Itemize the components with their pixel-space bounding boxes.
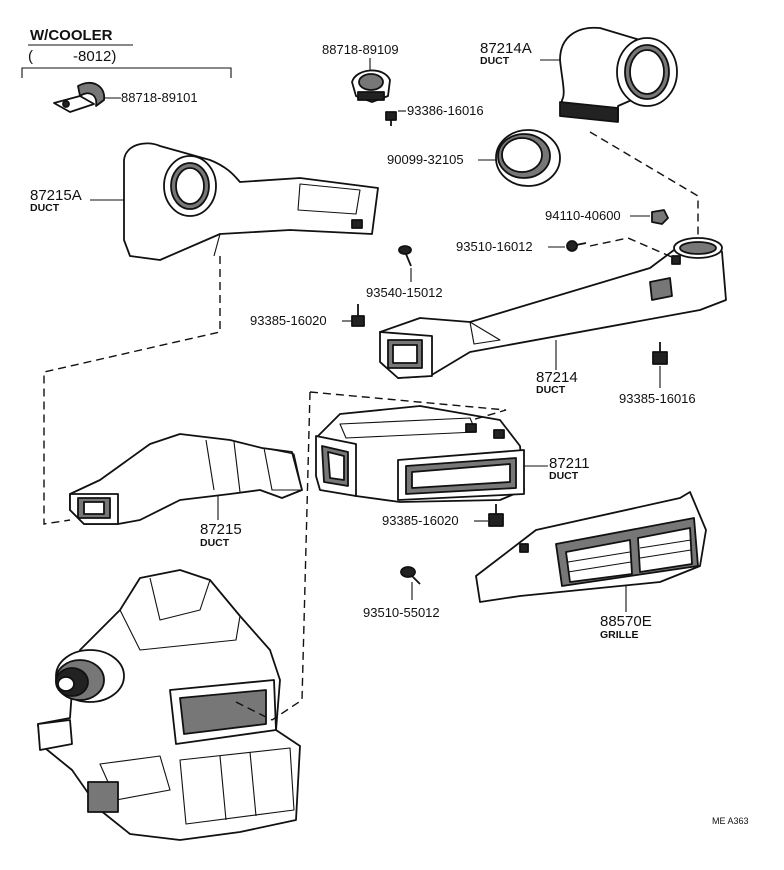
dash-87211-to-heater: [271, 391, 311, 721]
label-93510-55012: 93510-55012: [363, 605, 440, 620]
label-88718-89109: 88718-89109: [322, 42, 399, 57]
dash-heater-outlet: [235, 701, 273, 721]
label-93385-16016: 93385-16016: [619, 391, 696, 406]
label-93540-15012: 93540-15012: [366, 285, 443, 300]
clamp-88718-89109[interactable]: [351, 69, 391, 103]
variant-title: W/COOLER: [30, 27, 113, 44]
elbow-duct-87214A[interactable]: [559, 26, 678, 123]
label-93385-16020-a: 93385-16020: [250, 313, 327, 328]
label-88570E: 88570E: [600, 613, 652, 630]
label-87215-sub: DUCT: [200, 537, 230, 549]
nut-94110-40600[interactable]: [651, 209, 669, 225]
label-88718-89101: 88718-89101: [121, 90, 198, 105]
label-93386-16016: 93386-16016: [407, 103, 484, 118]
grille-88570E[interactable]: [475, 491, 707, 603]
label-88570E-sub: GRILLE: [600, 629, 639, 641]
bolt-93385-16020-a[interactable]: [351, 304, 365, 327]
screw-93510-16012[interactable]: [566, 240, 587, 252]
diagram-code: ME A363: [712, 816, 749, 826]
screw-93540-15012[interactable]: [398, 245, 412, 267]
screw-93510-55012[interactable]: [400, 566, 421, 585]
variant-range: -8012): [73, 48, 116, 65]
label-87215A: 87215A: [30, 187, 82, 204]
screw-93386-16016[interactable]: [385, 111, 397, 126]
clamp-88718-89101[interactable]: [53, 81, 105, 113]
label-93510-16012: 93510-16012: [456, 239, 533, 254]
label-94110-40600: 94110-40600: [545, 208, 621, 223]
dash-screw-to-87214: [589, 237, 675, 259]
duct-87211[interactable]: [315, 405, 525, 503]
label-90099-32105: 90099-32105: [387, 152, 464, 167]
label-87211: 87211: [549, 455, 590, 472]
heater-blower-unit: [37, 569, 301, 841]
duct-87215A[interactable]: [123, 142, 379, 261]
label-87211-sub: DUCT: [549, 470, 579, 482]
dash-87214A-to-87214: [589, 131, 699, 236]
cooler-variant-header: W/COOLER ( -8012): [21, 27, 232, 78]
dash-87215A-to-87215: [43, 256, 221, 525]
dash-87211-top: [309, 391, 507, 421]
variant-range-open: (: [28, 48, 33, 65]
label-87215: 87215: [200, 521, 242, 538]
label-93385-16020-b: 93385-16020: [382, 513, 459, 528]
variant-bracket: [21, 67, 232, 78]
label-87215A-sub: DUCT: [30, 202, 60, 214]
label-87214A: 87214A: [480, 40, 532, 57]
duct-87214[interactable]: [379, 237, 727, 379]
duct-87215[interactable]: [69, 433, 303, 525]
label-87214: 87214: [536, 369, 578, 386]
label-87214-sub: DUCT: [536, 384, 566, 396]
cap-90099-32105[interactable]: [495, 129, 561, 187]
label-87214A-sub: DUCT: [480, 55, 510, 67]
bolt-93385-16016[interactable]: [652, 342, 668, 365]
bolt-93385-16020-b[interactable]: [488, 504, 504, 527]
